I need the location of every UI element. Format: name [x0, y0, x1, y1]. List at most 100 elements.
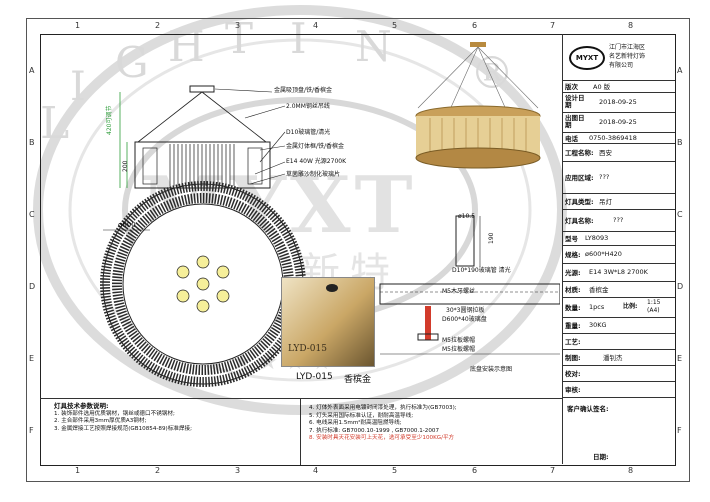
- note-line: 5. 灯头采用国际标准认证，耐耐高温导线;: [309, 412, 414, 419]
- tb-row-area: 应用区域:???: [563, 161, 675, 194]
- sample-tag: LYD-015: [288, 344, 327, 354]
- note-line: 6. 电线采用1.5mm²耐高温阻燃导线;: [309, 420, 402, 427]
- tb-ratio-label: 比例:: [623, 303, 638, 310]
- tb-row-light: 光源: E14 3W*L8 2700K: [563, 263, 675, 282]
- tb-value: 30KG: [589, 321, 607, 329]
- company-line: 名艺新特灯饰: [609, 53, 646, 60]
- sample-photo: LYD-015: [281, 277, 375, 367]
- label-m5-b: M5拉板螺帽: [442, 346, 475, 353]
- tech-notes-right: 4. 灯体外表面采用电镀封闭漆处理，执行标准为(GB7003); 5. 灯头采用…: [300, 398, 563, 465]
- tb-ratio-value: 1:15: [647, 299, 661, 306]
- company-header: MYXT 江门市江海区 名艺新特灯饰 有限公司: [562, 34, 675, 81]
- tech-notes-left: 灯具技术参数说明: 1. 装饰部件选用优质钢材，钢丝或德口不锈钢材; 2. 主合…: [40, 398, 300, 465]
- tb-label: 工程名称:: [565, 149, 594, 157]
- caption-name: 香槟金: [344, 375, 372, 385]
- tb-value: A0 版: [593, 83, 611, 91]
- lamp-body: [134, 141, 271, 189]
- ruler-top: 1 2 3 4 5 6 7 8: [40, 20, 674, 34]
- ruler-col: 4: [313, 21, 319, 30]
- ruler-col: 6: [472, 466, 478, 475]
- tb-value: 2018-09-25: [599, 118, 637, 126]
- ruler-col: 8: [628, 21, 634, 30]
- tb-value: 香槟金: [589, 286, 609, 294]
- tb-value: 西安: [599, 149, 612, 157]
- company-line: 有限公司: [609, 62, 634, 69]
- note-line: 4. 灯体外表面采用电镀封闭漆处理，执行标准为(GB7003);: [309, 405, 457, 411]
- leader-lines: [214, 88, 286, 185]
- wm-letter: I: [70, 64, 86, 110]
- bulb-positions: [176, 255, 230, 313]
- dim-height: 420可调节: [106, 105, 113, 135]
- tb-label: 光源:: [565, 269, 581, 277]
- base-plate: [417, 333, 439, 341]
- ruler-col: 1: [75, 21, 81, 30]
- dim-200: 200: [122, 160, 129, 172]
- ruler-col: 1: [75, 466, 81, 475]
- tb-label: 校对:: [565, 370, 581, 378]
- ruler-row: A: [29, 66, 35, 75]
- company-line: 江门市江海区: [609, 44, 646, 51]
- ceiling-cap: [189, 85, 215, 93]
- tb-row-qty: 数量: 1pcs 比例: 1:15 (A4): [563, 297, 675, 318]
- ruler-row: E: [29, 354, 35, 363]
- ruler-col: 3: [235, 466, 241, 475]
- tb-label: 审核:: [565, 386, 581, 394]
- label-d600: D600*40玻璃盘: [442, 316, 487, 323]
- tb-value: ø600*H420: [585, 250, 622, 258]
- wm-letter: T: [225, 14, 254, 63]
- caption-code: LYD-015: [296, 372, 333, 382]
- ruler-col: 2: [155, 21, 161, 30]
- tb-value: LY8093: [585, 234, 609, 242]
- tb-label: 出图日期: [565, 114, 585, 129]
- ruler-col: 8: [628, 466, 634, 475]
- tb-value: 1pcs: [589, 303, 605, 311]
- tb-value: ???: [613, 216, 624, 224]
- ruler-row: C: [29, 210, 35, 219]
- sample-hole-icon: [326, 284, 338, 292]
- tb-label: 重量:: [565, 322, 581, 330]
- tb-label: 规格:: [565, 251, 581, 259]
- dim-10-5: ø10.5: [458, 213, 476, 220]
- ruler-left: A B C D E F: [26, 34, 40, 464]
- dim-190: 190: [488, 232, 495, 244]
- label-m5-a: M5拉板螺帽: [442, 337, 475, 344]
- wm-letter: I: [290, 14, 307, 63]
- tb-label: 工艺:: [565, 338, 581, 346]
- ruler-row: B: [677, 138, 683, 147]
- tb-label: 电话: [565, 134, 578, 143]
- label-d10: D10*190玻璃管 清光: [452, 267, 511, 274]
- tb-row-signature: 客户确认签名: 日期:: [563, 397, 675, 464]
- wm-letter: G: [115, 38, 149, 87]
- tb-value: 潘钊杰: [603, 354, 623, 362]
- tb-value: 吊灯: [599, 198, 612, 206]
- notes-title: 灯具技术参数说明:: [54, 402, 109, 410]
- tube-detail: [455, 215, 475, 267]
- ruler-row: D: [29, 282, 36, 291]
- ruler-col: 2: [155, 466, 161, 475]
- tb-row-check: 校对:: [563, 365, 675, 382]
- outer-frame: [26, 18, 690, 482]
- tb-row-drawn: 制图:潘钊杰: [563, 349, 675, 366]
- tb-ratio-paper: (A4): [647, 307, 660, 314]
- ruler-row: C: [677, 210, 683, 219]
- label-install: 底盘安装示意图: [470, 366, 513, 373]
- ruler-bottom: 1 2 3 4 5 6 7 8: [40, 464, 674, 478]
- label-tube: D10玻璃管/清光: [286, 129, 331, 136]
- tb-row-project: 工程名称: 西安: [563, 143, 675, 162]
- tb-value: E14 3W*L8 2700K: [589, 268, 648, 276]
- dim-diameter: ø600: [118, 221, 136, 229]
- ruler-row: A: [677, 66, 683, 75]
- wm-letter: L: [40, 98, 70, 149]
- tb-label: 日期:: [593, 453, 609, 461]
- ruler-right: A B C D E F: [674, 34, 688, 464]
- note-line: 2. 主合部件采用3mm厚优质A3钢材;: [54, 418, 147, 425]
- ceiling-section: [379, 283, 560, 305]
- tb-row-spec: 规格: ø600*H420: [563, 245, 675, 264]
- tb-value: ???: [599, 173, 610, 181]
- tb-label: 材质:: [565, 286, 581, 294]
